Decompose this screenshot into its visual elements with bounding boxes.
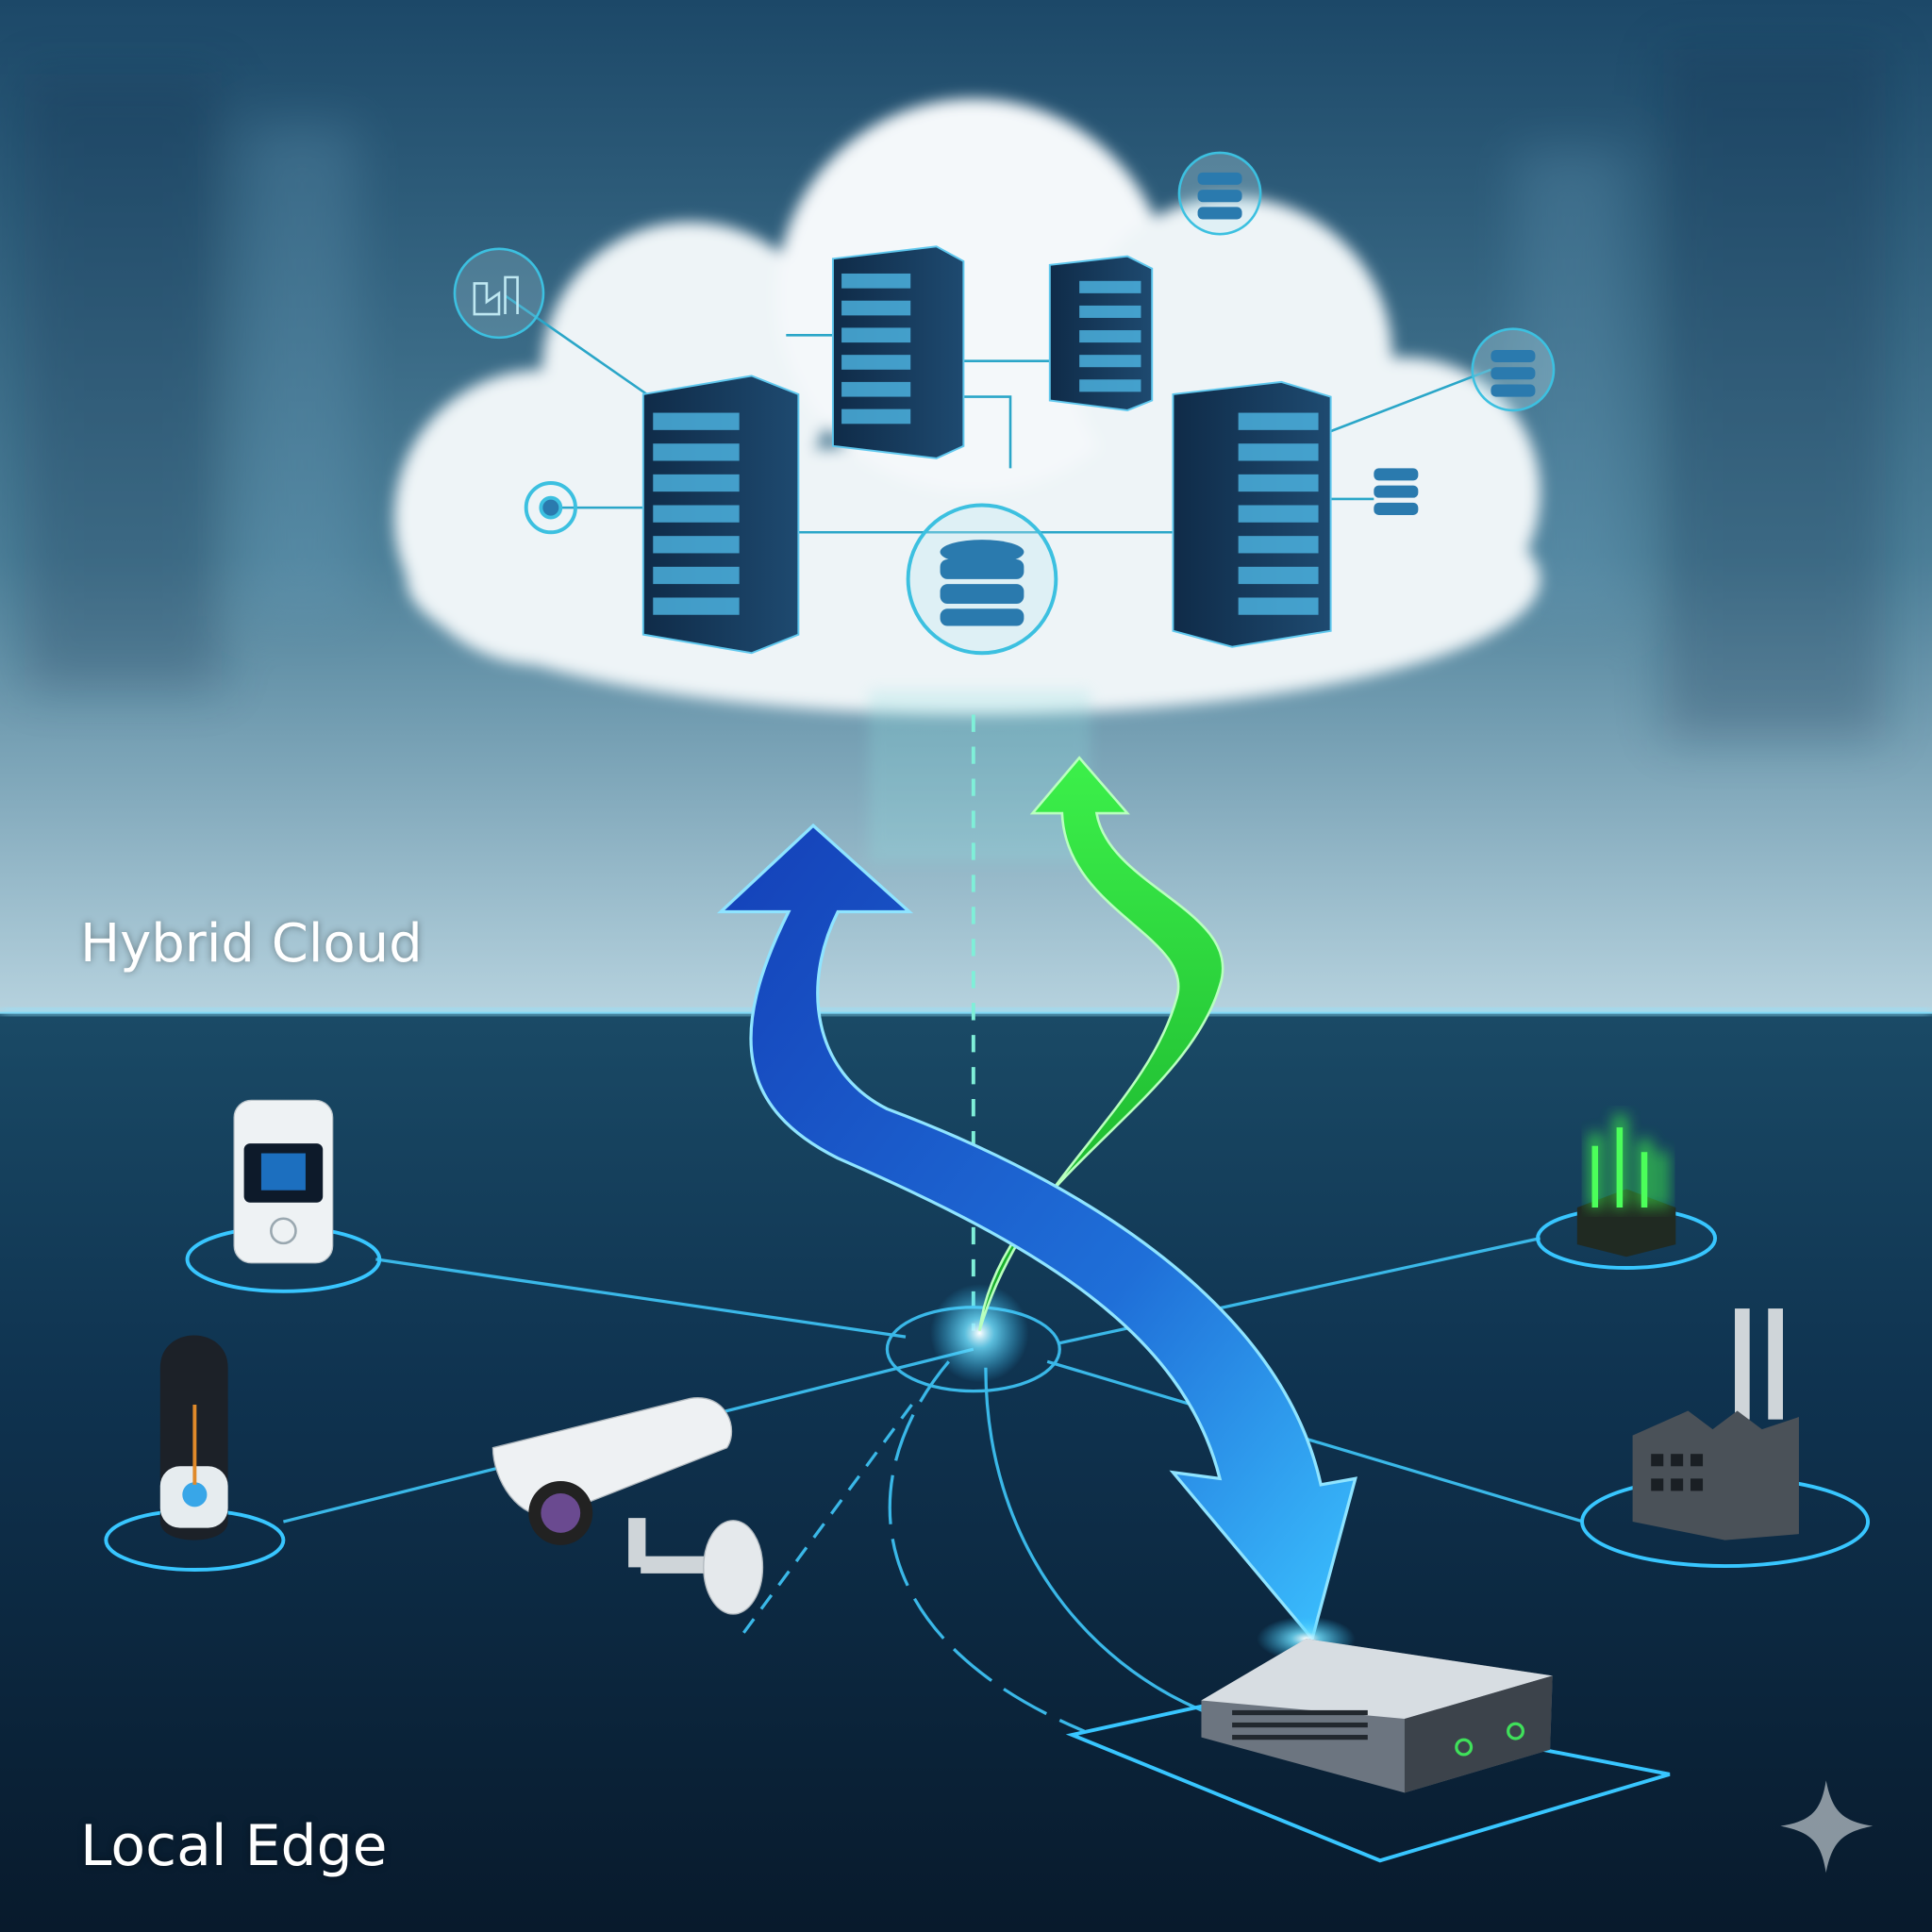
database-icon-center [906, 503, 1058, 656]
security-camera-device [491, 1397, 764, 1615]
sparkle-icon [1780, 1780, 1874, 1874]
server-rack-top-center [831, 245, 965, 459]
hybrid-cloud-label: Hybrid Cloud [80, 913, 423, 974]
edge-compute-chip [1576, 1115, 1676, 1257]
edge-gateway-device [1201, 1639, 1553, 1793]
cloud-connections [504, 294, 1491, 534]
server-rack-top-right [1048, 255, 1154, 411]
server-rack-left [641, 375, 800, 655]
smart-speaker-device [159, 1335, 228, 1541]
blue-bidirectional-arrow [716, 823, 1357, 1642]
database-icon-right [1471, 327, 1556, 412]
database-icon-small [1374, 468, 1419, 515]
factory-device [1632, 1308, 1799, 1541]
wearable-monitor-device [233, 1099, 334, 1264]
hub-glow [930, 1283, 1029, 1383]
horizon-glow [0, 1008, 1932, 1016]
blurred-city-background [25, 49, 1886, 740]
local-edge-label: Local Edge [80, 1813, 388, 1879]
server-rack-right [1172, 380, 1332, 648]
data-beam [868, 690, 1091, 863]
factory-icon-cloud [453, 247, 545, 340]
green-upload-arrow [978, 756, 1224, 1331]
target-node-icon [524, 481, 577, 535]
database-icon-top [1177, 151, 1262, 236]
edge-platform [1065, 1691, 1671, 1863]
